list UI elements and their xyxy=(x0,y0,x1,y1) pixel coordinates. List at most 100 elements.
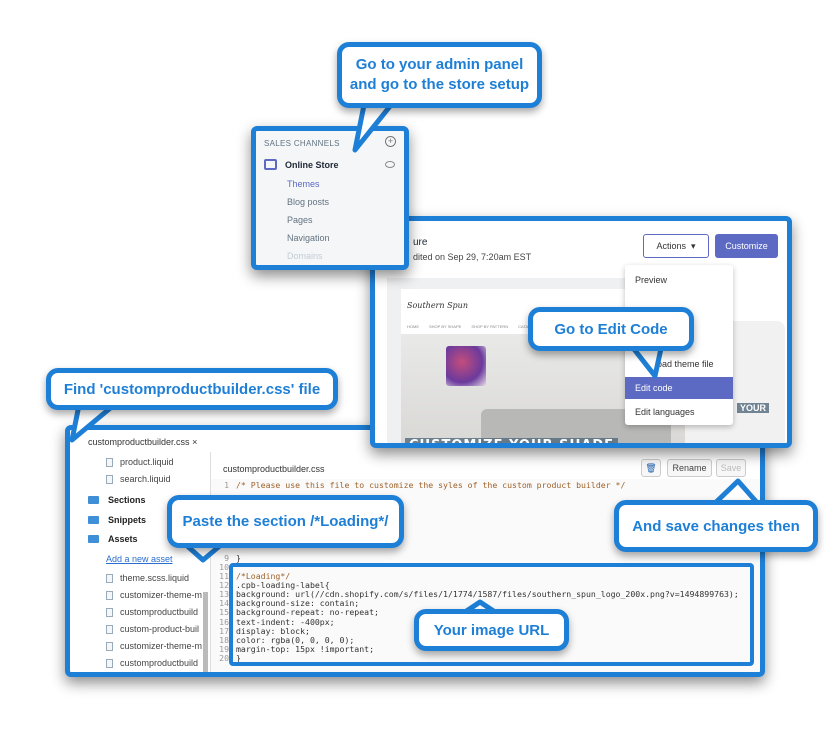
file-icon xyxy=(106,607,113,617)
callout-paste: Paste the section /*Loading*/ xyxy=(167,495,404,548)
nav-item: SHOP BY SHAPE xyxy=(429,324,462,329)
line-number: 11 xyxy=(219,571,229,581)
code-line: /*Loading*/ xyxy=(236,571,291,581)
code-line: background-repeat: no-repeat; xyxy=(236,607,379,618)
lamp-image xyxy=(446,346,486,386)
code-line: background: url(//cdn.shopify.com/s/file… xyxy=(236,589,739,600)
file-icon xyxy=(106,590,113,600)
file-label: custom-product-buil xyxy=(120,624,200,634)
code-line: display: block; xyxy=(236,625,310,636)
folder-sections[interactable]: Sections xyxy=(88,495,146,505)
line-number: 15 xyxy=(219,607,229,618)
file-label: theme.scss.liquid xyxy=(120,573,190,583)
callout-image-url: Your image URL xyxy=(414,609,569,651)
line-number: 1 xyxy=(224,480,229,490)
plus-circle-icon[interactable]: + xyxy=(385,136,396,147)
asset-item[interactable]: customproductbuild xyxy=(106,607,198,617)
line-number: 9 xyxy=(224,552,229,563)
asset-item[interactable]: customizer-theme-m xyxy=(106,641,202,651)
add-asset-link[interactable]: Add a new asset xyxy=(106,554,173,564)
line-number: 19 xyxy=(219,643,229,654)
save-button[interactable]: Save xyxy=(716,459,746,477)
sidebar-item-navigation[interactable]: Navigation xyxy=(287,233,330,243)
menu-item-preview[interactable]: Preview xyxy=(635,275,668,285)
line-number: 16 xyxy=(219,616,229,627)
eye-icon[interactable] xyxy=(385,161,395,168)
asset-item[interactable]: theme.scss.liquid xyxy=(106,573,189,583)
code-line: margin-top: 15px !important; xyxy=(236,643,375,654)
code-line: background-size: contain; xyxy=(236,598,360,609)
line-number: 14 xyxy=(219,598,229,609)
sidebar-scrollbar[interactable] xyxy=(203,592,208,672)
file-label: product.liquid xyxy=(120,457,174,467)
code-line: color: rgba(0, 0, 0, 0); xyxy=(236,634,355,645)
line-number: 10 xyxy=(219,561,229,572)
file-label: customproductbuild xyxy=(120,607,199,617)
rename-button[interactable]: Rename xyxy=(667,459,712,477)
nav-item: CATA xyxy=(518,324,529,329)
line-number: 12 xyxy=(219,580,229,591)
file-icon xyxy=(106,573,113,583)
file-item[interactable]: search.liquid xyxy=(106,474,171,484)
file-label: search.liquid xyxy=(120,474,171,484)
folder-label: Sections xyxy=(108,495,146,505)
folder-snippets[interactable]: Snippets xyxy=(88,515,146,525)
store-icon xyxy=(264,159,277,170)
file-icon xyxy=(106,624,113,634)
line-number: 20 xyxy=(219,652,229,663)
file-tab-label: customproductbuilder.css xyxy=(88,437,190,447)
close-tab-icon[interactable]: × xyxy=(192,437,198,447)
sidebar-item-blog-posts[interactable]: Blog posts xyxy=(287,197,330,207)
hero-banner: CUSTOMIZE YOUR SHADE xyxy=(405,438,619,443)
code-line: text-indent: -400px; xyxy=(236,616,335,627)
code-line: } xyxy=(236,652,241,663)
line-number: 18 xyxy=(219,634,229,645)
trash-icon: 🗑 xyxy=(645,462,657,473)
delete-button[interactable]: 🗑 xyxy=(641,459,661,477)
sales-channels-heading: SALES CHANNELS xyxy=(264,139,340,148)
sidebar-item-themes[interactable]: Themes xyxy=(287,179,320,189)
menu-item-edit-code[interactable]: Edit code xyxy=(625,377,733,399)
sidebar-item-pages[interactable]: Pages xyxy=(287,215,313,225)
theme-title: ure xyxy=(413,237,428,248)
actions-button[interactable]: Actions ▾ xyxy=(643,234,709,258)
file-tree: product.liquid search.liquid Sections Sn… xyxy=(70,452,210,672)
menu-item-edit-languages[interactable]: Edit languages xyxy=(635,407,695,417)
theme-panel: ure dited on Sep 29, 7:20am EST Actions ▾… xyxy=(370,216,792,448)
mobile-banner: YOUR xyxy=(737,403,770,413)
asset-item[interactable]: customproductbuild xyxy=(106,658,198,668)
online-store-item[interactable]: Online Store xyxy=(264,159,339,170)
sidebar-item-domains[interactable]: Domains xyxy=(287,251,323,261)
customize-button[interactable]: Customize xyxy=(715,234,778,258)
folder-assets[interactable]: Assets xyxy=(88,534,138,544)
file-icon xyxy=(106,457,113,467)
store-logo: Southern Spun xyxy=(407,301,468,310)
online-store-label: Online Store xyxy=(285,159,339,170)
editor-filename: customproductbuilder.css xyxy=(223,464,325,474)
code-line: /* Please use this file to customize the… xyxy=(236,480,626,490)
file-item[interactable]: product.liquid xyxy=(106,457,174,467)
file-tab[interactable]: customproductbuilder.css × xyxy=(88,437,197,447)
folder-icon xyxy=(88,516,99,524)
file-icon xyxy=(106,658,113,668)
file-label: customproductbuild xyxy=(120,658,199,668)
folder-icon xyxy=(88,535,99,543)
line-number: 13 xyxy=(219,589,229,600)
code-line: .cpb-loading-label{ xyxy=(236,580,330,591)
folder-label: Assets xyxy=(108,534,138,544)
nav-item: HOME xyxy=(407,324,419,329)
caret-down-icon: ▾ xyxy=(690,240,696,251)
callout-edit-code: Go to Edit Code xyxy=(528,307,694,351)
line-number: 17 xyxy=(219,625,229,636)
code-line: } xyxy=(236,552,241,563)
nav-item: SHOP BY PATTERN xyxy=(471,324,509,329)
folder-label: Snippets xyxy=(108,515,147,525)
menu-item-download-theme[interactable]: oad theme file xyxy=(657,359,714,369)
callout-admin: Go to your admin panel and go to the sto… xyxy=(337,42,542,108)
file-icon xyxy=(106,641,113,651)
actions-label: Actions xyxy=(656,241,686,251)
theme-last-edited: dited on Sep 29, 7:20am EST xyxy=(413,252,532,262)
sales-channels-panel: SALES CHANNELS + Online Store Themes Blo… xyxy=(251,126,409,270)
asset-item[interactable]: custom-product-buil xyxy=(106,624,199,634)
asset-item[interactable]: customizer-theme-m xyxy=(106,590,202,600)
